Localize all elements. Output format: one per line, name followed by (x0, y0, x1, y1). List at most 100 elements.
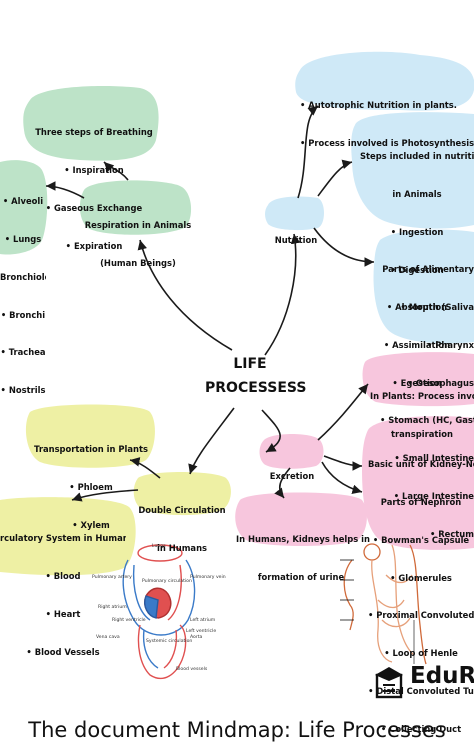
blob-circulatory-system (0, 497, 136, 576)
node-kidney-unit-line: Basic unit of Kidney-Ne (368, 459, 474, 470)
blob-plants-excretion (362, 352, 474, 407)
heart-label-pulm-vein: Pulmonary vein (190, 574, 226, 580)
node-alimentary: Parts of Alimentary • Mouth (Saliva • Ph… (380, 238, 474, 553)
heart-label-blood-vessels: Blood vessels (176, 666, 208, 672)
brand-name: EduR (410, 663, 474, 689)
node-alimentary-line: • Large Intestine (393, 490, 474, 501)
node-nutrition-steps-line: in Animals (392, 188, 442, 199)
node-respiratory-parts-line: • Trachea (0, 347, 46, 358)
node-alimentary-line: • Small Intestine (394, 453, 474, 464)
node-transport-plants: Transportation in Plants • Phloem • Xyle… (32, 418, 150, 544)
node-transport-plants-line: • Phloem (69, 481, 113, 492)
node-nutrition-steps-line: • Assimilation (383, 340, 451, 351)
heart-label-systemic: Systemic circulation (146, 638, 192, 644)
node-respiratory-parts: • Alveoli • Lungs Bronchioles • Bronchi … (0, 170, 46, 409)
blob-circulation (133, 472, 231, 516)
document-title: The document Mindmap: Life Processes (28, 718, 446, 742)
center-topic: LIFE PROCESSESS (205, 352, 306, 400)
node-respiration-line: (Human Beings) (100, 257, 176, 268)
heart-label-pulm-circ: Pulmonary circulation (142, 578, 192, 584)
node-plants-excretion-line: In Plants: Process involv (370, 391, 474, 402)
node-breathing-line: • Gaseous Exchange (45, 202, 143, 213)
node-nutrition-steps: Steps included in nutrition in Animals •… (360, 125, 474, 402)
node-humans-kidneys-line: formation of urine (257, 571, 345, 582)
node-autotrophic-line: • Process involved is Photosynthesis (300, 137, 474, 148)
node-nutrition-label: Nutrition (274, 235, 318, 246)
blob-nutrition-steps (351, 112, 474, 229)
node-excretion-label: Excretion (269, 471, 315, 482)
node-alimentary-line: • Mouth (Saliva (400, 301, 474, 312)
node-respiratory-parts-line: Bronchioles (0, 271, 46, 282)
blob-respiratory-parts (0, 160, 48, 255)
node-alimentary-line: Parts of Alimentary (382, 264, 474, 275)
blob-kidney-unit (362, 416, 474, 550)
blob-transport-plants (25, 404, 155, 468)
node-nutrition-steps-line: Steps included in nutrition (360, 151, 474, 162)
brand: EduR (376, 663, 474, 689)
node-humans-kidneys: In Humans, Kidneys helps in formation of… (236, 508, 370, 596)
node-kidney-unit-line: • Distal Convoluted Tu (368, 685, 474, 696)
blob-humans-kidneys (235, 492, 367, 546)
node-alimentary-line: • Rectum (429, 528, 474, 539)
node-respiratory-parts-line: • Nostrils (0, 385, 46, 396)
mindmap-canvas: Lungs Pulmonary artery Pulmonary circula… (0, 51, 474, 699)
node-breathing-steps: Three steps of Breathing • Inspiration •… (30, 101, 158, 265)
node-breathing-line: Three steps of Breathing (35, 127, 153, 138)
heart-label-aorta: Aorta (190, 634, 203, 640)
blob-autotrophic (295, 51, 474, 111)
node-transport-plants-line: Transportation in Plants (34, 444, 148, 455)
node-circulatory-system: rculatory System in Humans • Blood • Hea… (0, 507, 126, 671)
node-respiratory-parts-line: • Bronchi (0, 309, 46, 320)
blob-breathing (23, 85, 159, 161)
node-nutrition-steps-line: • Ingestion (390, 226, 444, 237)
node-plants-excretion-line: transpiration (391, 428, 453, 439)
node-excretion: Excretion (262, 445, 322, 495)
node-kidney-unit-line: • Glomerules (390, 572, 452, 583)
node-humans-kidneys-line: In Humans, Kidneys helps in (236, 534, 370, 545)
node-kidney-unit: Basic unit of Kidney-Ne Parts of Nephron… (368, 433, 474, 748)
node-circulation-line: Double Circulation (138, 505, 226, 516)
node-kidney-unit-line: • Collecting Duct (380, 723, 462, 734)
nephron-diagram (343, 543, 427, 665)
node-respiration: Respiration in Animals (Human Beings) (84, 194, 192, 282)
heart-label-vena-cava: Vena cava (96, 634, 120, 640)
node-transport-plants-line: • Xylem (72, 519, 110, 530)
node-nutrition-steps-line: • Absorption (386, 302, 448, 313)
node-respiratory-parts-line: • Alveoli (2, 196, 44, 207)
heart-label-right-ventricle: Right ventricle (112, 617, 146, 623)
node-kidney-unit-line: Parts of Nephron (380, 496, 462, 507)
edurev-logo-icon (375, 667, 403, 699)
node-circulatory-system-line: • Blood (45, 570, 81, 581)
blob-respiration (79, 180, 192, 235)
node-nutrition-steps-line: • Egestion (392, 377, 442, 388)
node-breathing-line: • Inspiration (64, 164, 124, 175)
node-nutrition: Nutrition (268, 209, 324, 259)
node-nutrition-steps-line: • Digestion (390, 264, 444, 275)
node-respiration-line: Respiration in Animals (84, 220, 192, 231)
node-kidney-unit-line: • Loop of Henle (384, 648, 458, 659)
center-topic-line1: LIFE (233, 356, 267, 372)
node-breathing-line: • Expiration (65, 240, 123, 251)
heart-label-left-ventricle: Left ventricle (186, 628, 216, 634)
node-autotrophic-line: • Autotrophic Nutrition in plants. (300, 100, 457, 111)
node-circulatory-system-line: • Heart (45, 608, 81, 619)
blob-alimentary (373, 229, 474, 344)
blob-nutrition (265, 196, 324, 231)
heart-circulation-diagram (122, 544, 196, 680)
center-topic-line2: PROCESSESS (205, 380, 307, 396)
node-alimentary-line: • Oesophagus (407, 377, 474, 388)
blob-excretion (259, 434, 324, 469)
heart-label-right-atrium: Right atrium (98, 604, 127, 610)
node-alimentary-line: • Stomach (HC, Gastric (380, 415, 474, 426)
heart-label-pulm-artery: Pulmonary artery (92, 574, 132, 580)
node-autotrophic: • Autotrophic Nutrition in plants. • Pro… (300, 74, 474, 162)
node-circulatory-system-line: rculatory System in Humans (0, 533, 126, 544)
heart-label-lungs: Lungs (152, 543, 166, 549)
node-plants-excretion: In Plants: Process involv transpiration (370, 365, 474, 453)
node-kidney-unit-line: • Proximal Convoluted T (368, 610, 474, 621)
node-kidney-unit-line: • Bowman's Capsule (372, 534, 470, 545)
node-circulatory-system-line: • Blood Vessels (26, 646, 100, 657)
node-respiratory-parts-line: • Lungs (4, 233, 42, 244)
node-circulation-line: in Humans (156, 542, 208, 553)
node-circulation: Double Circulation in Humans (136, 479, 228, 567)
